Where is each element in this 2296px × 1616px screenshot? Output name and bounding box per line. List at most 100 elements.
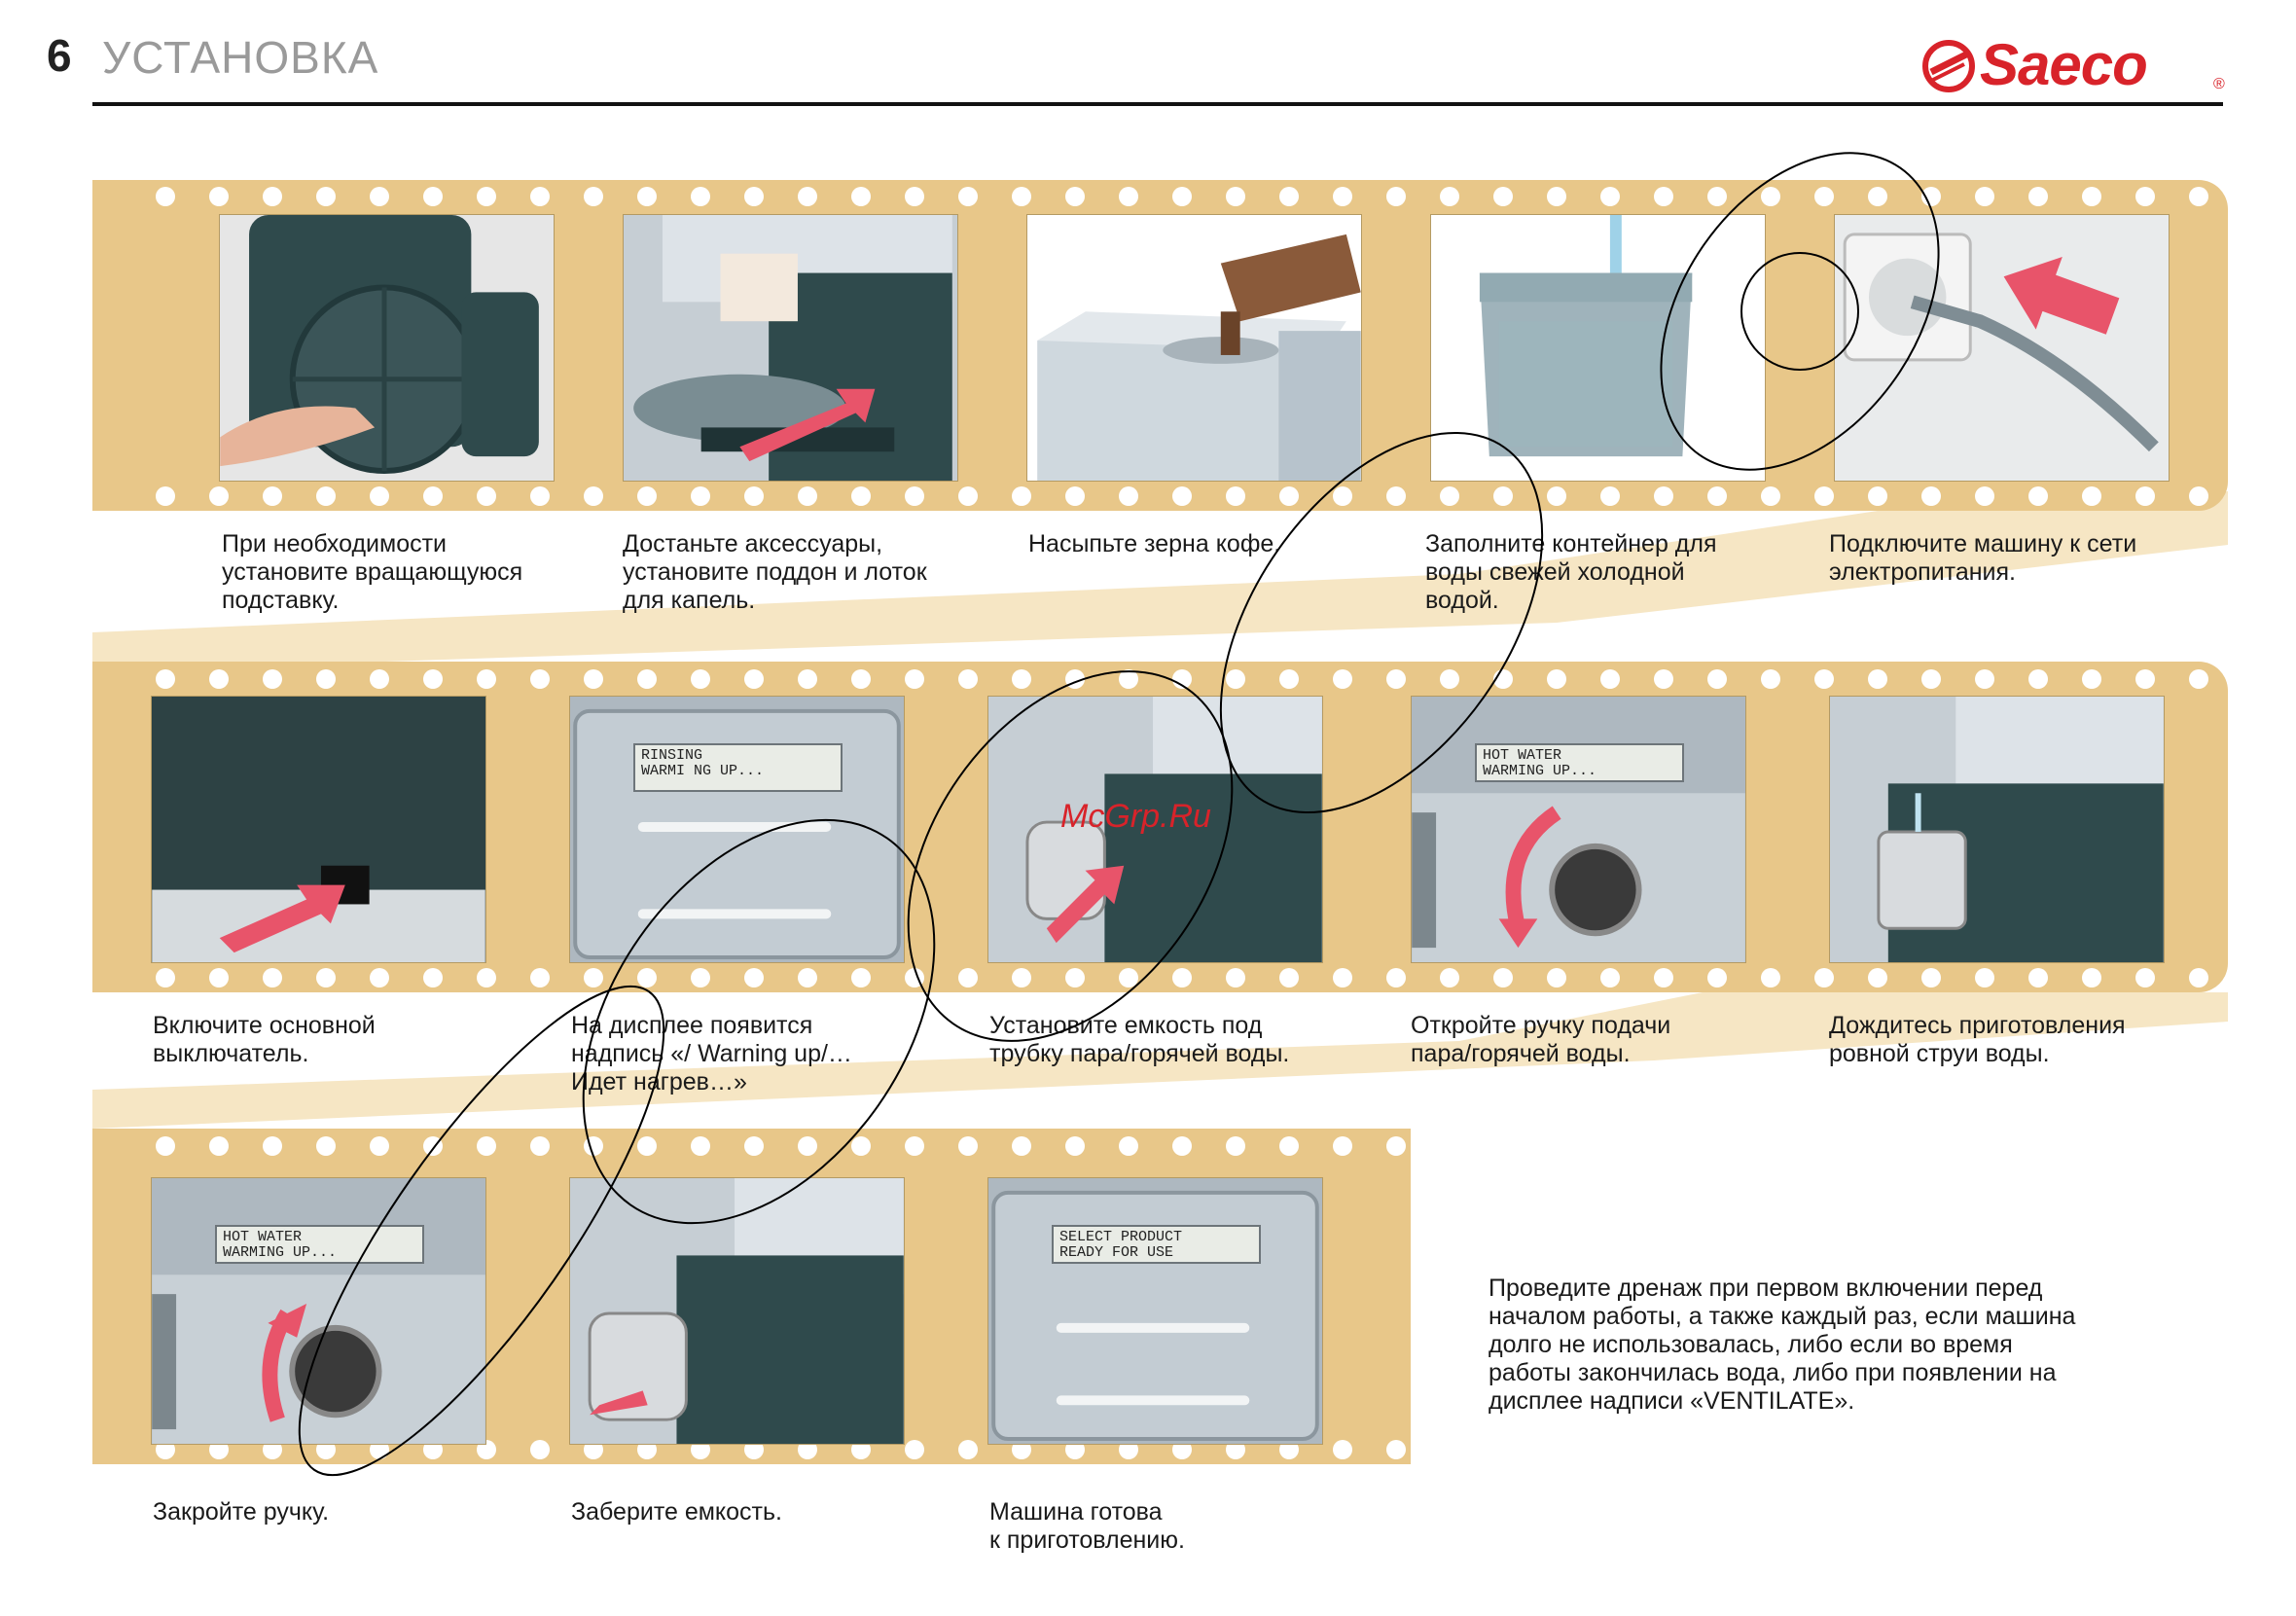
film-hole [691,669,710,689]
film-hole [530,187,550,206]
film-hole [1012,486,1031,506]
drain-note: Проведите дренаж при первом включении пе… [1489,1275,2076,1415]
film-hole [1012,1440,1031,1459]
film-hole [1707,968,1727,988]
film-hole [798,187,817,206]
film-hole [1119,669,1138,689]
film-hole [477,187,496,206]
film-hole [958,1440,978,1459]
film-hole [263,968,282,988]
film-hole [1440,669,1459,689]
film-hole [1333,669,1352,689]
film-hole [1814,968,1834,988]
film-hole [1386,486,1406,506]
film-hole [1119,486,1138,506]
step-caption: Заберите емкость. [571,1498,782,1526]
saeco-logo: Saeco ® [1921,29,2233,102]
film-hole [1065,486,1085,506]
film-hole [2189,486,2208,506]
step-caption: Откройте ручку подачи пара/горячей воды. [1411,1012,1671,1067]
film-hole [1814,187,1834,206]
film-hole [370,669,389,689]
film-hole [2135,187,2155,206]
film-hole [744,1136,764,1156]
film-hole [1279,1440,1299,1459]
lcd-display: HOT WATER WARMING UP... [215,1225,424,1264]
film-hole [1440,486,1459,506]
rotating-base-photo [219,214,555,482]
film-hole [1600,486,1620,506]
film-hole [530,486,550,506]
film-hole [2135,669,2155,689]
step-caption: Установите емкость под трубку пара/горяч… [989,1012,1290,1067]
film-hole [1761,968,1780,988]
step-caption: При необходимости установите вращающуюся… [222,530,523,614]
film-hole [691,1440,710,1459]
step-caption: На дисплее появится надпись «/ Warning u… [571,1012,852,1095]
film-hole [1012,187,1031,206]
film-hole [637,187,657,206]
film-hole [1119,968,1138,988]
power-plug-photo [1834,214,2170,482]
lcd-display: RINSING WARMI NG UP... [633,743,843,792]
film-hole [1868,968,1887,988]
step-caption: Машина готова к приготовлению. [989,1498,1185,1554]
film-hole [423,187,443,206]
film-hole [2135,486,2155,506]
film-hole [477,486,496,506]
film-hole [1440,968,1459,988]
film-hole [744,669,764,689]
film-hole [744,1440,764,1459]
logo-wordmark: Saeco [1980,32,2148,97]
film-hole [1012,1136,1031,1156]
film-hole [798,968,817,988]
film-hole [1600,968,1620,988]
film-hole [370,1136,389,1156]
film-hole [1493,187,1513,206]
registered-mark: ® [2213,76,2225,92]
film-hole [1440,187,1459,206]
film-hole [1333,968,1352,988]
film-hole [958,669,978,689]
film-hole [2189,669,2208,689]
film-hole [1119,1136,1138,1156]
film-hole [1279,669,1299,689]
film-hole [691,187,710,206]
film-hole [691,486,710,506]
film-hole [477,968,496,988]
film-hole [1761,669,1780,689]
film-hole [316,1136,336,1156]
film-hole [1975,486,1994,506]
film-hole [1921,187,1941,206]
film-hole [1226,1136,1245,1156]
film-hole [1975,669,1994,689]
film-hole [1172,1440,1192,1459]
film-hole [209,968,229,988]
film-hole [1333,486,1352,506]
film-hole [263,486,282,506]
film-hole [2082,187,2101,206]
film-hole [316,968,336,988]
film-hole [316,669,336,689]
film-hole [156,1136,175,1156]
film-hole [2082,486,2101,506]
film-hole [263,669,282,689]
film-hole [584,187,603,206]
film-hole [530,1440,550,1459]
film-hole [851,968,871,988]
film-hole [798,1440,817,1459]
display-photo: RINSING WARMI NG UP... [569,696,905,963]
film-hole [744,187,764,206]
water-tank-photo [1430,214,1766,482]
film-hole [637,669,657,689]
film-hole [1065,669,1085,689]
film-hole [209,187,229,206]
page-number: 6 [47,30,72,81]
step-caption: Включите основной выключатель. [153,1012,376,1067]
step-caption: Насыпьте зерна кофе. [1028,530,1281,557]
film-hole [584,1136,603,1156]
film-hole [1654,486,1673,506]
film-hole [423,669,443,689]
film-hole [1547,486,1566,506]
film-hole [691,1136,710,1156]
